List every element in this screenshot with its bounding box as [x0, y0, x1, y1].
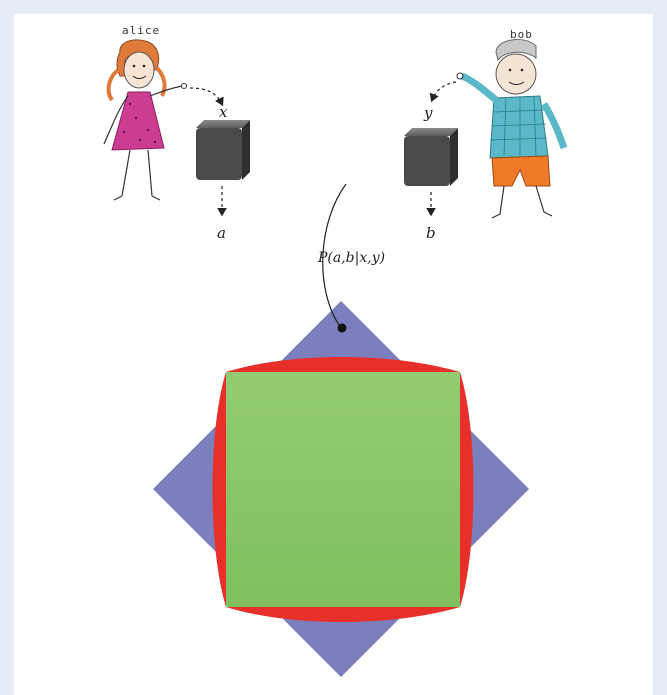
alice-name-label: alice	[122, 24, 160, 37]
local-polytope	[226, 372, 460, 607]
bob-name-label: bob	[510, 28, 533, 41]
bob-input-arrow	[432, 82, 456, 100]
alice-black-box	[196, 120, 250, 180]
bob-black-box	[404, 128, 458, 186]
bob-figure	[457, 39, 564, 218]
alice-input-arrow	[190, 88, 222, 104]
correlation-point	[338, 324, 347, 333]
correlation-label: P(a,b|x,y)	[317, 250, 385, 266]
alice-input-label: x	[219, 103, 228, 121]
alice-figure	[104, 40, 187, 200]
alice-output-label: a	[217, 224, 226, 242]
bob-input-label: y	[423, 104, 433, 122]
bob-output-label: b	[426, 224, 436, 242]
